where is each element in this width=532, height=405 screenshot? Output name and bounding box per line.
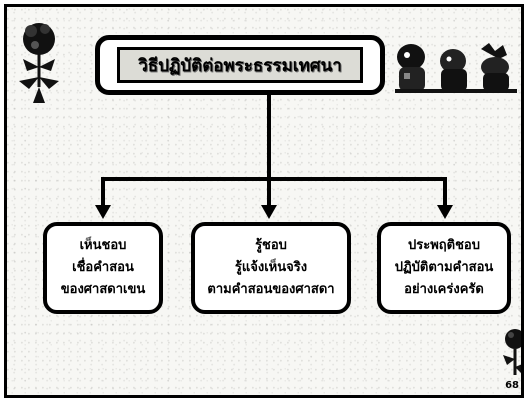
box-line: อย่างเคร่งครัด [404,282,484,297]
diagram-title: วิธีปฏิบัติต่อพระธรรมเทศนา [117,47,363,83]
box-line: ปฏิบัติตามคำสอน [394,260,494,275]
box-right-conduct: ประพฤติชอบ ปฏิบัติตามคำสอน อย่างเคร่งครั… [377,222,511,314]
connector-arrows [95,93,453,219]
page-number: 68 [505,380,519,391]
box-line: ของศาสดาเขน [60,282,146,297]
arrow-right-head [437,205,453,219]
box-right-view: เห็นชอบ เชื่อคำสอน ของศาสดาเขน [43,222,163,314]
box-heading: รู้ชอบ [255,238,287,253]
arrow-mid-head [261,205,277,219]
title-box: วิธีปฏิบัติต่อพระธรรมเทศนา [95,35,385,95]
arrow-left-head [95,205,111,219]
flower-pot-icon [19,23,59,103]
box-line: รู้แจ้งเห็นจริง [234,260,308,275]
box-heading: เห็นชอบ [79,238,127,253]
slide-frame: วิธีปฏิบัติต่อพระธรรมเทศนา เห็นชอบ เชื่อ… [4,4,524,398]
box-right-knowledge: รู้ชอบ รู้แจ้งเห็นจริง ตามคำสอนของศาสดา [191,222,351,314]
box-heading: ประพฤติชอบ [408,238,480,253]
box-line: เชื่อคำสอน [72,260,134,275]
cartoon-characters-icon [395,43,517,93]
box-line: ตามคำสอนของศาสดา [207,282,335,297]
flower-decoration-icon [503,329,521,375]
